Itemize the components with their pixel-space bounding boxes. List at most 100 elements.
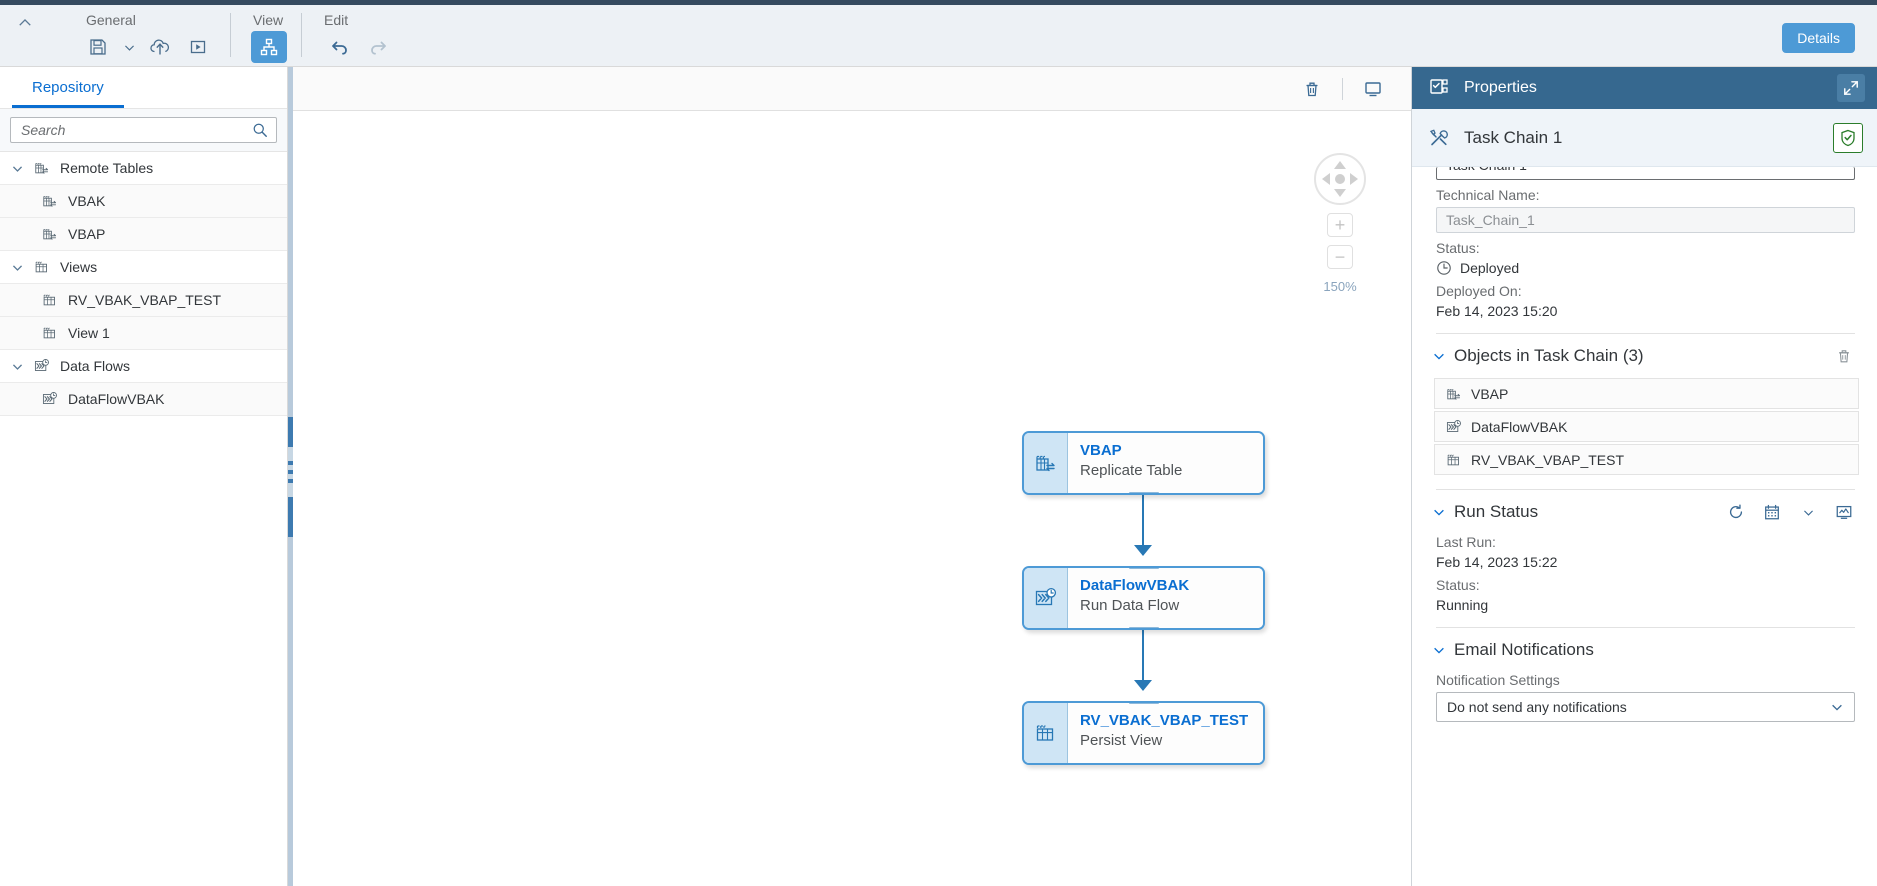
view-icon	[36, 324, 64, 342]
schedule-dropdown-button[interactable]	[1797, 501, 1819, 523]
details-button[interactable]: Details	[1782, 23, 1855, 53]
save-dropdown-button[interactable]	[118, 31, 140, 63]
objects-section-title: Objects in Task Chain (3)	[1454, 346, 1644, 365]
task-chain-object-row[interactable]: VBAP	[1434, 378, 1859, 409]
refresh-button[interactable]	[1725, 501, 1747, 523]
fullscreen-button[interactable]	[1353, 72, 1393, 106]
edge-arrow-1-icon	[1134, 545, 1152, 556]
flow-node-title: DataFlowVBAK	[1080, 577, 1190, 594]
clock-icon	[1436, 260, 1452, 276]
pan-right-icon[interactable]	[1350, 173, 1358, 185]
divider-1	[1436, 333, 1855, 334]
chevron-down-icon[interactable]	[1428, 643, 1450, 657]
data-flow-icon	[36, 390, 64, 408]
tree-item-label: Views	[60, 259, 98, 275]
notification-settings-value: Do not send any notifications	[1447, 699, 1627, 715]
zoom-controls: + − 150%	[1311, 153, 1369, 294]
zoom-out-button[interactable]: −	[1327, 245, 1353, 269]
tree-item-data-flows[interactable]: Data Flows	[0, 350, 287, 383]
remote-table-icon	[1445, 385, 1471, 403]
flow-node-subtitle: Replicate Table	[1080, 462, 1183, 479]
tree-item-label: Remote Tables	[60, 160, 154, 176]
properties-scroll-area[interactable]: Task Chain 1 Technical Name: Task_Chain_…	[1412, 167, 1877, 886]
toolbar-group-view-label: View	[253, 12, 284, 28]
chevron-down-icon[interactable]	[1830, 700, 1844, 714]
email-section-header[interactable]: Email Notifications	[1412, 628, 1877, 672]
run-status-label: Status:	[1436, 577, 1480, 593]
business-name-field[interactable]: Task Chain 1	[1436, 167, 1855, 180]
pan-down-icon[interactable]	[1334, 189, 1346, 197]
general-fields-section: Task Chain 1 Technical Name: Task_Chain_…	[1412, 167, 1877, 334]
monitor-button[interactable]	[1833, 501, 1855, 523]
splitter-grip[interactable]	[288, 416, 293, 537]
run-button[interactable]	[180, 31, 216, 63]
data-flow-icon	[28, 357, 56, 375]
deployed-on-value: Feb 14, 2023 15:20	[1436, 303, 1558, 319]
tree-item-vbak[interactable]: VBAK	[0, 185, 287, 218]
flow-canvas[interactable]: + − 150%	[293, 111, 1411, 886]
technical-name-field[interactable]: Task_Chain_1	[1436, 207, 1855, 233]
toolbar-collapse-button[interactable]	[10, 8, 40, 38]
tree-item-label: DataFlowVBAK	[68, 391, 165, 407]
panel-splitter[interactable]	[288, 67, 293, 886]
edge-dataflow-to-view	[1142, 630, 1144, 690]
tab-repository[interactable]: Repository	[12, 67, 124, 108]
node-port-bottom[interactable]	[1128, 627, 1159, 628]
delete-button[interactable]	[1292, 72, 1332, 106]
deploy-button[interactable]	[142, 31, 178, 63]
shield-check-icon[interactable]	[1833, 122, 1863, 153]
task-chain-object-row[interactable]: RV_VBAK_VBAP_TEST	[1434, 444, 1859, 475]
search-box[interactable]	[10, 117, 277, 143]
divider-2	[1436, 489, 1855, 490]
tree-item-rv-vbak-vbap-test[interactable]: RV_VBAK_VBAP_TEST	[0, 284, 287, 317]
zoom-in-button[interactable]: +	[1327, 213, 1353, 237]
remote-table-icon	[28, 159, 56, 177]
chevron-down-icon[interactable]	[6, 360, 28, 373]
flow-node-subtitle: Persist View	[1080, 732, 1163, 749]
shell-bar	[0, 0, 1877, 5]
redo-button[interactable]	[360, 31, 396, 63]
graph-layout-button[interactable]	[251, 31, 287, 63]
expand-icon[interactable]	[1837, 74, 1865, 102]
pan-pad[interactable]	[1314, 153, 1366, 205]
email-section-body: Notification Settings Do not send any no…	[1412, 672, 1877, 744]
undo-button[interactable]	[322, 31, 358, 63]
chevron-down-icon[interactable]	[6, 261, 28, 274]
tree-item-remote-tables[interactable]: Remote Tables	[0, 152, 287, 185]
flow-node-dataflowvbak[interactable]: DataFlowVBAK Run Data Flow	[1022, 566, 1265, 630]
toolbar-divider-1	[230, 13, 231, 57]
node-port-top[interactable]	[1128, 703, 1159, 704]
flow-node-text: VBAP Replicate Table	[1068, 433, 1263, 493]
search-input[interactable]	[19, 121, 252, 139]
pan-left-icon[interactable]	[1322, 173, 1330, 185]
notification-settings-select[interactable]: Do not send any notifications	[1436, 692, 1855, 722]
run-status-body: Last Run: Feb 14, 2023 15:22 Status: Run…	[1412, 534, 1877, 628]
pan-up-icon[interactable]	[1334, 161, 1346, 169]
flow-node-vbap[interactable]: VBAP Replicate Table	[1022, 431, 1265, 495]
properties-title: Properties	[1464, 79, 1537, 96]
flow-node-rv-vbak-vbap-test[interactable]: RV_VBAK_VBAP_TEST Persist View	[1022, 701, 1265, 765]
tree-item-view-1[interactable]: View 1	[0, 317, 287, 350]
node-port-bottom[interactable]	[1128, 492, 1159, 493]
task-chain-object-label: DataFlowVBAK	[1471, 418, 1568, 435]
tree-item-label: RV_VBAK_VBAP_TEST	[68, 292, 222, 308]
objects-delete-button[interactable]	[1833, 345, 1855, 367]
tree-item-vbap[interactable]: VBAP	[0, 218, 287, 251]
node-port-top[interactable]	[1128, 568, 1159, 569]
search-icon[interactable]	[252, 122, 268, 138]
chevron-down-icon[interactable]	[1428, 349, 1450, 363]
flow-node-subtitle: Run Data Flow	[1080, 597, 1180, 614]
save-button[interactable]	[80, 31, 116, 63]
chevron-down-icon[interactable]	[6, 162, 28, 175]
data-flow-icon	[1024, 568, 1068, 628]
schedule-button[interactable]	[1761, 501, 1783, 523]
chevron-down-icon[interactable]	[1428, 505, 1450, 519]
objects-section-header[interactable]: Objects in Task Chain (3)	[1412, 334, 1877, 378]
tree-item-views[interactable]: Views	[0, 251, 287, 284]
run-status-section-header[interactable]: Run Status	[1412, 490, 1877, 534]
tree-item-dataflowvbak[interactable]: DataFlowVBAK	[0, 383, 287, 416]
task-chain-object-row[interactable]: DataFlowVBAK	[1434, 411, 1859, 442]
last-run-label: Last Run:	[1436, 534, 1496, 550]
pan-center-icon[interactable]	[1335, 174, 1345, 184]
remote-table-icon	[36, 192, 64, 210]
